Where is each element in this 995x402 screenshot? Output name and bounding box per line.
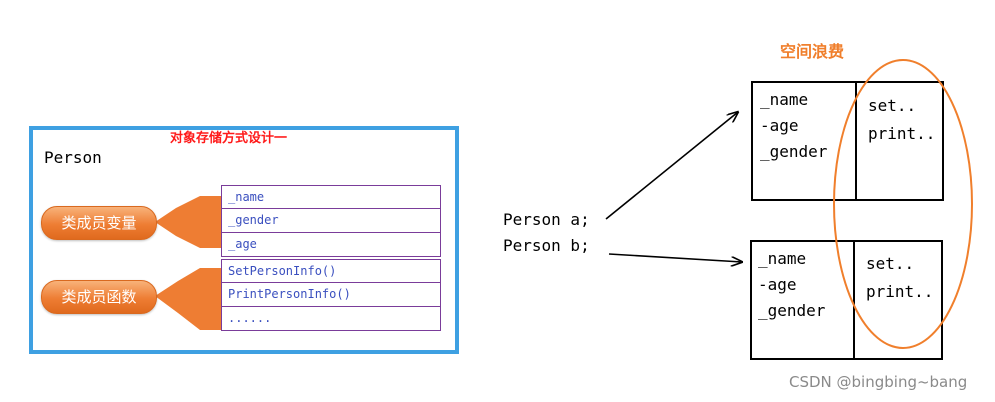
object-a-data-members: _name -age _gender bbox=[760, 87, 827, 165]
functions-pointer-arrow bbox=[155, 268, 221, 330]
declaration-b: Person b; bbox=[503, 236, 590, 255]
object-a-fn-set: set.. bbox=[868, 96, 917, 115]
variables-pointer-arrow bbox=[155, 196, 221, 248]
object-a-function-box bbox=[855, 81, 944, 201]
member-row-set-person-info: SetPersonInfo() bbox=[221, 259, 441, 283]
object-b-fn-set: set.. bbox=[866, 254, 915, 273]
member-row-age: _age bbox=[221, 233, 441, 257]
object-b-fn-print: print.. bbox=[866, 282, 934, 301]
member-row-gender: _gender bbox=[221, 209, 441, 233]
object-a-function-members: set.. print.. bbox=[868, 92, 935, 148]
object-a-member-name: _name bbox=[760, 90, 809, 109]
member-row-name: _name bbox=[221, 185, 441, 209]
object-b-function-box bbox=[853, 240, 943, 360]
member-functions-pill: 类成员函数 bbox=[41, 280, 157, 314]
object-b-data-members: _name -age _gender bbox=[758, 246, 825, 324]
object-b-function-members: set.. print.. bbox=[866, 250, 933, 306]
panel-title: 对象存储方式设计一 bbox=[170, 131, 288, 146]
object-b-member-age: -age bbox=[758, 275, 797, 294]
member-row-print-person-info: PrintPersonInfo() bbox=[221, 283, 441, 307]
arrow-a-to-object bbox=[605, 112, 738, 220]
member-variables-pill: 类成员变量 bbox=[41, 206, 157, 240]
csdn-watermark: CSDN @bingbing~bang bbox=[789, 373, 968, 391]
class-name-label: Person bbox=[44, 148, 102, 167]
object-b-member-gender: _gender bbox=[758, 301, 826, 320]
wasted-space-label: 空间浪费 bbox=[780, 42, 845, 61]
object-a-member-gender: _gender bbox=[760, 142, 828, 161]
storage-design-panel bbox=[29, 126, 459, 354]
wasted-space-ellipse bbox=[833, 59, 973, 349]
object-a-member-age: -age bbox=[760, 116, 799, 135]
declaration-a: Person a; bbox=[503, 210, 590, 229]
object-a-fn-print: print.. bbox=[868, 124, 936, 143]
member-row-ellipsis: ...... bbox=[221, 307, 441, 331]
arrow-b-to-object bbox=[608, 253, 742, 262]
object-b-member-name: _name bbox=[758, 249, 807, 268]
